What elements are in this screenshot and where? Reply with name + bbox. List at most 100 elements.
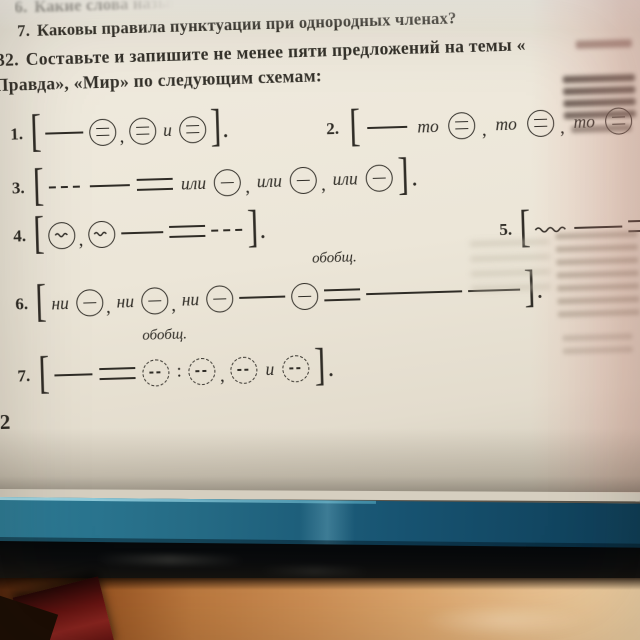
dashed-line-symbol	[211, 228, 244, 232]
circle-member-symbol	[75, 288, 104, 317]
circle-member-symbol	[289, 166, 318, 194]
schema-number: 6.	[15, 294, 29, 314]
predicate-double-line-symbol	[323, 288, 361, 302]
schema-3: 3. [ или , или , или ] .	[11, 147, 418, 212]
schema-7: 7. [ : , и ] .	[17, 338, 334, 399]
predicate-double-line-symbol	[96, 127, 110, 137]
comma: ,	[481, 119, 487, 141]
period: .	[411, 169, 418, 191]
member-line-symbol	[296, 179, 310, 181]
dash-line-symbol	[239, 295, 286, 299]
blurred-text-line	[555, 244, 638, 253]
wavy-line-symbol	[94, 231, 108, 237]
conjunction-label: то	[416, 115, 439, 137]
exercise-line-2: Правда», «Мир» по следующим схемам:	[0, 65, 322, 96]
comma: ,	[320, 174, 327, 196]
close-bracket: ]	[313, 338, 327, 390]
predicate-double-line-symbol	[99, 367, 136, 381]
dashed-circle-symbol	[230, 355, 258, 384]
circle-predicate-symbol	[448, 111, 477, 140]
colon: :	[176, 360, 183, 382]
predicate-double-line-symbol	[533, 118, 547, 128]
blurred-text-line	[557, 309, 640, 318]
schema-6: 6. [ ни , ни , ни ] .	[15, 260, 543, 328]
cover-glint	[299, 500, 355, 547]
page-bottom-shadow	[0, 428, 640, 492]
blurred-text-line	[557, 283, 640, 292]
schema-number: 2.	[325, 118, 340, 139]
question-6-line: 6. Какие слова называ	[14, 0, 189, 17]
comma: ,	[78, 229, 84, 251]
question-number: 7.	[16, 21, 31, 41]
subject-line-symbol	[89, 184, 130, 188]
circle-wavy-definition-symbol	[47, 221, 76, 250]
gloss-streak	[259, 565, 370, 577]
predicate-double-line-symbol	[136, 177, 174, 191]
comma: ,	[559, 117, 565, 139]
predicate-double-line-symbol	[185, 125, 199, 134]
page-content: 6.Какие слова называ 7.Каковы правила пу…	[0, 0, 640, 434]
open-bracket: [	[31, 158, 45, 210]
close-bracket: ]	[246, 200, 259, 252]
predicate-double-line-symbol	[168, 224, 206, 238]
schema-1: 1. [ , и ] .	[10, 99, 229, 157]
schema-number: 5.	[499, 219, 513, 240]
generalizing-word-label: обобщ.	[142, 326, 188, 344]
book-page: 6.Какие слова называ 7.Каковы правила пу…	[0, 0, 640, 504]
subject-line-symbol	[367, 125, 408, 130]
circle-member-symbol	[213, 168, 242, 197]
circle-predicate-symbol	[88, 117, 117, 146]
schema-number: 3.	[11, 178, 25, 198]
open-bracket: [	[32, 206, 45, 258]
comma: ,	[244, 176, 251, 198]
predicate-double-line-symbol	[455, 121, 469, 130]
open-bracket: [	[34, 274, 47, 326]
comma: ,	[170, 294, 177, 316]
conjunction-label: и	[162, 119, 173, 140]
blurred-text-line	[470, 253, 551, 263]
exercise-text: Составьте и запишите не менее пяти предл…	[25, 34, 526, 70]
dashed-circle-symbol	[142, 358, 170, 387]
circle-predicate-symbol	[128, 116, 157, 145]
wavy-line-symbol	[54, 232, 68, 238]
dashed-circle-symbol	[281, 354, 310, 383]
member-line-symbol	[213, 297, 227, 300]
period: .	[260, 222, 266, 244]
gloss-streak	[94, 553, 245, 566]
comma: ,	[219, 365, 225, 387]
circle-predicate-symbol	[526, 109, 555, 137]
conjunction-label: ни	[51, 292, 70, 313]
conjunction-label: или	[180, 172, 207, 194]
wavy-line-symbol	[534, 226, 566, 233]
open-bracket: [	[29, 104, 42, 157]
conjunction-label: или	[332, 167, 359, 189]
comma: ,	[119, 126, 125, 148]
member-line-symbol	[298, 295, 312, 297]
circle-predicate-symbol	[178, 115, 207, 144]
conjunction-label: ни	[181, 288, 200, 310]
member-line-symbol	[82, 301, 96, 304]
circle-member-symbol	[365, 163, 394, 192]
exercise-line-1: 32.Составьте и запишите не менее пяти пр…	[0, 34, 526, 71]
dashed-member-symbol	[289, 367, 303, 370]
blurred-text-line	[562, 333, 633, 342]
schema-number: 7.	[17, 366, 31, 386]
blurred-text-line	[575, 39, 632, 49]
conjunction-label: ни	[116, 290, 135, 312]
generalizing-word-label: обобщ.	[311, 249, 357, 267]
subject-line-symbol	[574, 225, 623, 229]
question-text: Какие слова называ	[33, 0, 189, 16]
close-bracket: ]	[397, 147, 410, 200]
question-number: 6.	[14, 0, 28, 17]
blurred-text-line	[556, 270, 639, 279]
circle-wavy-definition-symbol	[87, 220, 116, 248]
schema-5: 5. [	[499, 200, 640, 254]
period: .	[328, 360, 334, 382]
period: .	[222, 121, 229, 143]
blurred-text-line	[557, 296, 640, 305]
dashed-line-symbol	[48, 185, 83, 189]
member-line-symbol	[220, 181, 235, 183]
member-line-symbol	[372, 177, 386, 179]
generalizing-word-circle	[290, 282, 319, 310]
circle-member-symbol	[140, 286, 169, 315]
